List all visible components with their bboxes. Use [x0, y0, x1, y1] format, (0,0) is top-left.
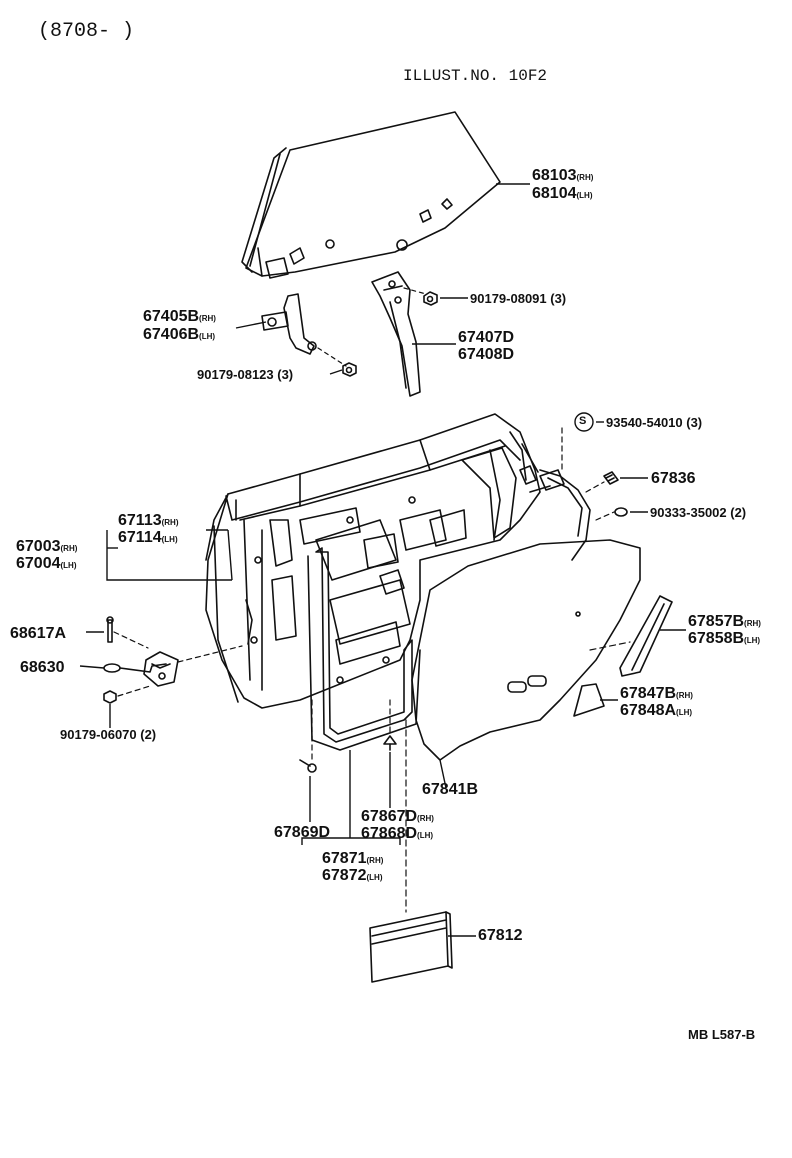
door-glass [241, 111, 501, 279]
door-trim-board [411, 539, 641, 761]
nut-90179-08123 [342, 362, 357, 377]
door-panel [205, 413, 565, 709]
part-label-90179-06070: 90179-06070 (2) [60, 727, 157, 742]
part-label-90179-08091: 90179-08091 (3) [470, 291, 567, 306]
date-code: (8708- ) [38, 20, 135, 43]
part-label-67004: 67004(LH) [16, 555, 77, 572]
special-mark-letter: S [579, 415, 587, 427]
part-label-67867d: 67867D(RH) [361, 808, 434, 825]
plug-90333 [614, 507, 628, 517]
clip-67869d [299, 759, 317, 773]
part-label-67113: 67113(RH) [118, 512, 179, 529]
door-weatherstrip [307, 547, 421, 751]
part-label-67408d: 67408D [458, 346, 515, 363]
leader-lines [79, 183, 686, 937]
part-label-67405b: 67405B(RH) [143, 308, 216, 325]
plug-67836 [603, 471, 619, 485]
glass-run-channel [371, 271, 421, 397]
part-label-68104: 68104(LH) [532, 185, 593, 202]
pocket-pad [573, 683, 605, 717]
door-seal [539, 469, 591, 561]
part-label-68630: 68630 [20, 659, 65, 676]
part-label-67869d: 67869D [274, 824, 331, 841]
part-label-67868d: 67868D(LH) [361, 825, 434, 842]
part-label-68617a: 68617A [10, 625, 67, 642]
illust-number: ILLUST.NO. 10F2 [403, 67, 548, 85]
part-label-90179-08123: 90179-08123 (3) [197, 367, 294, 382]
service-hole-cover [369, 911, 453, 983]
reference-code: MB L587-B [688, 1027, 756, 1042]
nut-90179-08091 [423, 291, 438, 306]
part-label-67848a: 67848A(LH) [620, 702, 693, 719]
part-label-67857b: 67857B(RH) [688, 613, 761, 630]
part-label-67836: 67836 [651, 470, 696, 487]
part-label-67841b: 67841B [422, 781, 479, 798]
part-label-67871: 67871(RH) [322, 850, 384, 867]
part-label-67872: 67872(LH) [322, 867, 383, 884]
clip-67867d [383, 735, 397, 751]
part-label-67114: 67114(LH) [118, 529, 178, 546]
part-label-67407d: 67407D [458, 329, 515, 346]
part-label-67406b: 67406B(LH) [143, 326, 216, 343]
lock-rod-assembly [103, 616, 179, 704]
glass-bracket [261, 293, 317, 355]
part-label-68103: 68103(RH) [532, 167, 594, 184]
part-label-67858b: 67858B(LH) [688, 630, 761, 647]
part-label-90333: 90333-35002 (2) [650, 505, 747, 520]
part-label-93540: 93540-54010 (3) [606, 415, 703, 430]
part-label-67847b: 67847B(RH) [620, 685, 693, 702]
part-label-67003: 67003(RH) [16, 538, 78, 555]
special-mark-circle [574, 412, 594, 432]
moulding-strip [619, 595, 673, 677]
part-label-67812: 67812 [478, 927, 523, 944]
